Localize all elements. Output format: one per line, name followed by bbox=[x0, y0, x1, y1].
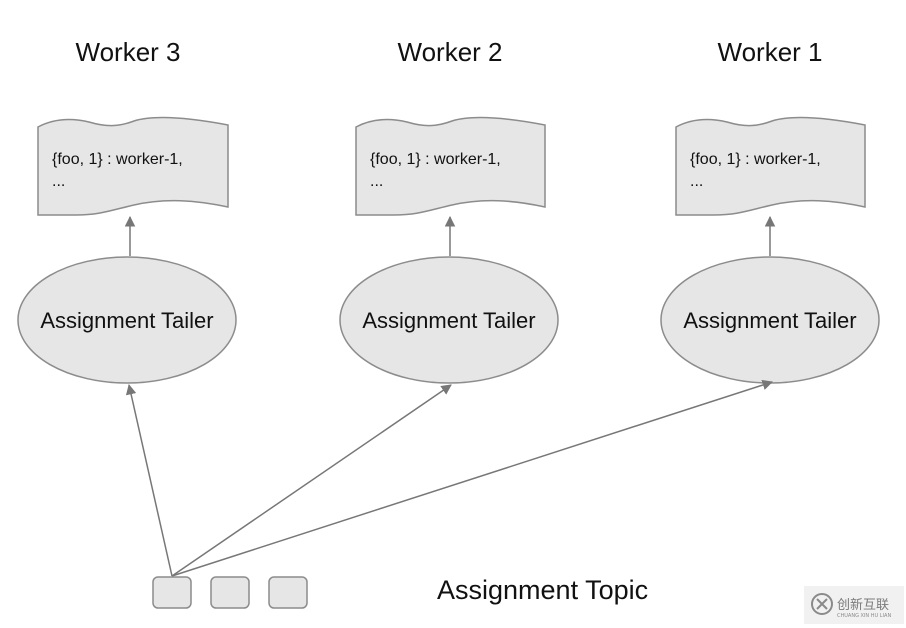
topic-to-worker-1-arrow bbox=[171, 379, 773, 577]
worker-2-title: Worker 2 bbox=[398, 37, 503, 67]
worker-3-title: Worker 3 bbox=[76, 37, 181, 67]
worker-3-tailer-label: Assignment Tailer bbox=[40, 308, 213, 333]
worker-2-tailer-label: Assignment Tailer bbox=[362, 308, 535, 333]
assignment-topic-label: Assignment Topic bbox=[437, 575, 648, 605]
worker-2-doc-line-1: {foo, 1} : worker-1, bbox=[370, 151, 501, 168]
worker-3-assignment-doc: {foo, 1} : worker-1, ... bbox=[37, 116, 229, 216]
worker-1-assignment-doc: {foo, 1} : worker-1, ... bbox=[675, 116, 866, 216]
worker-3-doc-line-2: ... bbox=[52, 173, 65, 190]
worker-3-assignment-tailer: Assignment Tailer bbox=[17, 256, 237, 384]
topic-partition bbox=[152, 576, 192, 609]
worker-1-tailer-label: Assignment Tailer bbox=[683, 308, 856, 333]
watermark-text: 创新互联 bbox=[837, 597, 889, 613]
topic-partition bbox=[268, 576, 308, 609]
worker-1-assignment-tailer: Assignment Tailer bbox=[660, 256, 880, 384]
worker-1-doc-line-2: ... bbox=[690, 173, 703, 190]
worker-1-title: Worker 1 bbox=[718, 37, 823, 67]
watermark-subtext: CHUANG XIN HU LIAN bbox=[837, 613, 891, 619]
topic-to-worker-2-arrow bbox=[171, 384, 452, 577]
worker-2-doc-line-2: ... bbox=[370, 173, 383, 190]
topic-partition bbox=[210, 576, 250, 609]
assignment-topic-partitions bbox=[152, 576, 308, 609]
worker-2-assignment-doc: {foo, 1} : worker-1, ... bbox=[355, 116, 546, 216]
worker-2-assignment-tailer: Assignment Tailer bbox=[339, 256, 559, 384]
watermark-logo: 创新互联 CHUANG XIN HU LIAN bbox=[804, 586, 904, 624]
worker-3-doc-line-1: {foo, 1} : worker-1, bbox=[52, 151, 183, 168]
worker-1-doc-line-1: {foo, 1} : worker-1, bbox=[690, 151, 821, 168]
topic-to-worker-3-arrow bbox=[125, 383, 173, 577]
watermark-icon bbox=[811, 593, 833, 615]
